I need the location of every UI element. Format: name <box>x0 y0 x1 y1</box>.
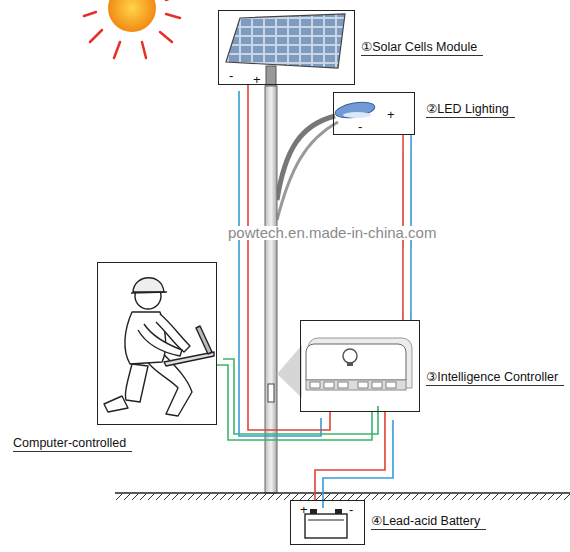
terminal-sign: + <box>300 503 308 517</box>
terminal-sign: - <box>349 503 353 517</box>
controller-callout-part-part <box>338 382 348 388</box>
controller-callout <box>277 338 412 398</box>
worker-with-laptop-part <box>131 292 167 293</box>
part-label: ③Intelligence Controller <box>426 369 564 386</box>
worker-with-laptop-part <box>138 324 182 356</box>
solar-panel <box>226 14 345 88</box>
controller-callout-part <box>310 382 396 388</box>
sun-part-part <box>166 14 180 18</box>
sun-part-part <box>160 32 172 42</box>
controller-callout-part <box>277 345 302 398</box>
sun-part-part <box>114 42 120 58</box>
led-lamp-head-part <box>334 100 376 121</box>
controller-callout-part-part <box>386 382 396 388</box>
worker-with-laptop-part <box>164 352 214 366</box>
controller-callout-part <box>343 349 357 363</box>
battery-icon-part <box>305 514 347 538</box>
worker-with-laptop-part <box>104 396 128 412</box>
solar-module-frame: ①Solar Cells Module <box>218 10 355 85</box>
part-label: Computer-controlled <box>13 435 132 452</box>
controller-callout-part-part <box>372 382 382 388</box>
watermark: powtech.en.made-in-china.com <box>226 226 438 240</box>
led-lighting-frame: ②LED Lighting <box>333 92 415 135</box>
wire <box>323 420 393 508</box>
controller-callout-part-part <box>324 382 334 388</box>
led-lamp-head <box>334 100 376 121</box>
terminal-sign: - <box>229 69 233 83</box>
battery-icon-part <box>335 509 342 514</box>
terminal-sign: - <box>358 120 362 134</box>
wire <box>239 91 321 436</box>
controller-callout-part <box>306 344 406 380</box>
battery-icon <box>305 509 347 538</box>
wire <box>217 365 372 440</box>
terminal-sign: + <box>253 73 261 87</box>
worker-with-laptop-part <box>125 364 148 402</box>
terminal-sign: + <box>387 108 395 122</box>
sun-part <box>108 0 156 32</box>
sun <box>84 0 180 58</box>
controller-callout-part-part <box>358 382 368 388</box>
wire <box>248 85 330 430</box>
led-lamp-head-part <box>343 112 371 118</box>
worker-with-laptop <box>104 278 214 416</box>
sun-part-part <box>90 30 102 42</box>
controller-callout-part <box>306 380 406 390</box>
sun-part-part <box>84 12 96 16</box>
computer-frame: Computer-controlled <box>97 262 217 425</box>
lamp-pole-part <box>277 122 338 220</box>
ground <box>115 493 570 500</box>
lamp-pole-part <box>268 384 274 402</box>
part-label: ①Solar Cells Module <box>361 39 483 56</box>
wire <box>315 412 385 500</box>
lamp-pole-part <box>265 86 277 493</box>
part-label: ④Lead-acid Battery <box>371 513 486 530</box>
battery-icon-part <box>310 509 317 514</box>
worker-with-laptop-part <box>133 278 164 292</box>
sun-part-part <box>142 42 146 58</box>
ground-part <box>115 492 570 494</box>
controller-callout-part-part <box>310 382 320 388</box>
worker-with-laptop-part <box>196 326 212 354</box>
solar-panel-part <box>226 14 345 68</box>
controller-callout-part <box>347 362 353 366</box>
lamp-pole <box>265 86 338 493</box>
battery-icon-part <box>308 520 344 521</box>
part-label: ②LED Lighting <box>426 101 515 118</box>
controller-frame: ③Intelligence Controller <box>300 320 420 412</box>
sun-part <box>84 0 180 58</box>
